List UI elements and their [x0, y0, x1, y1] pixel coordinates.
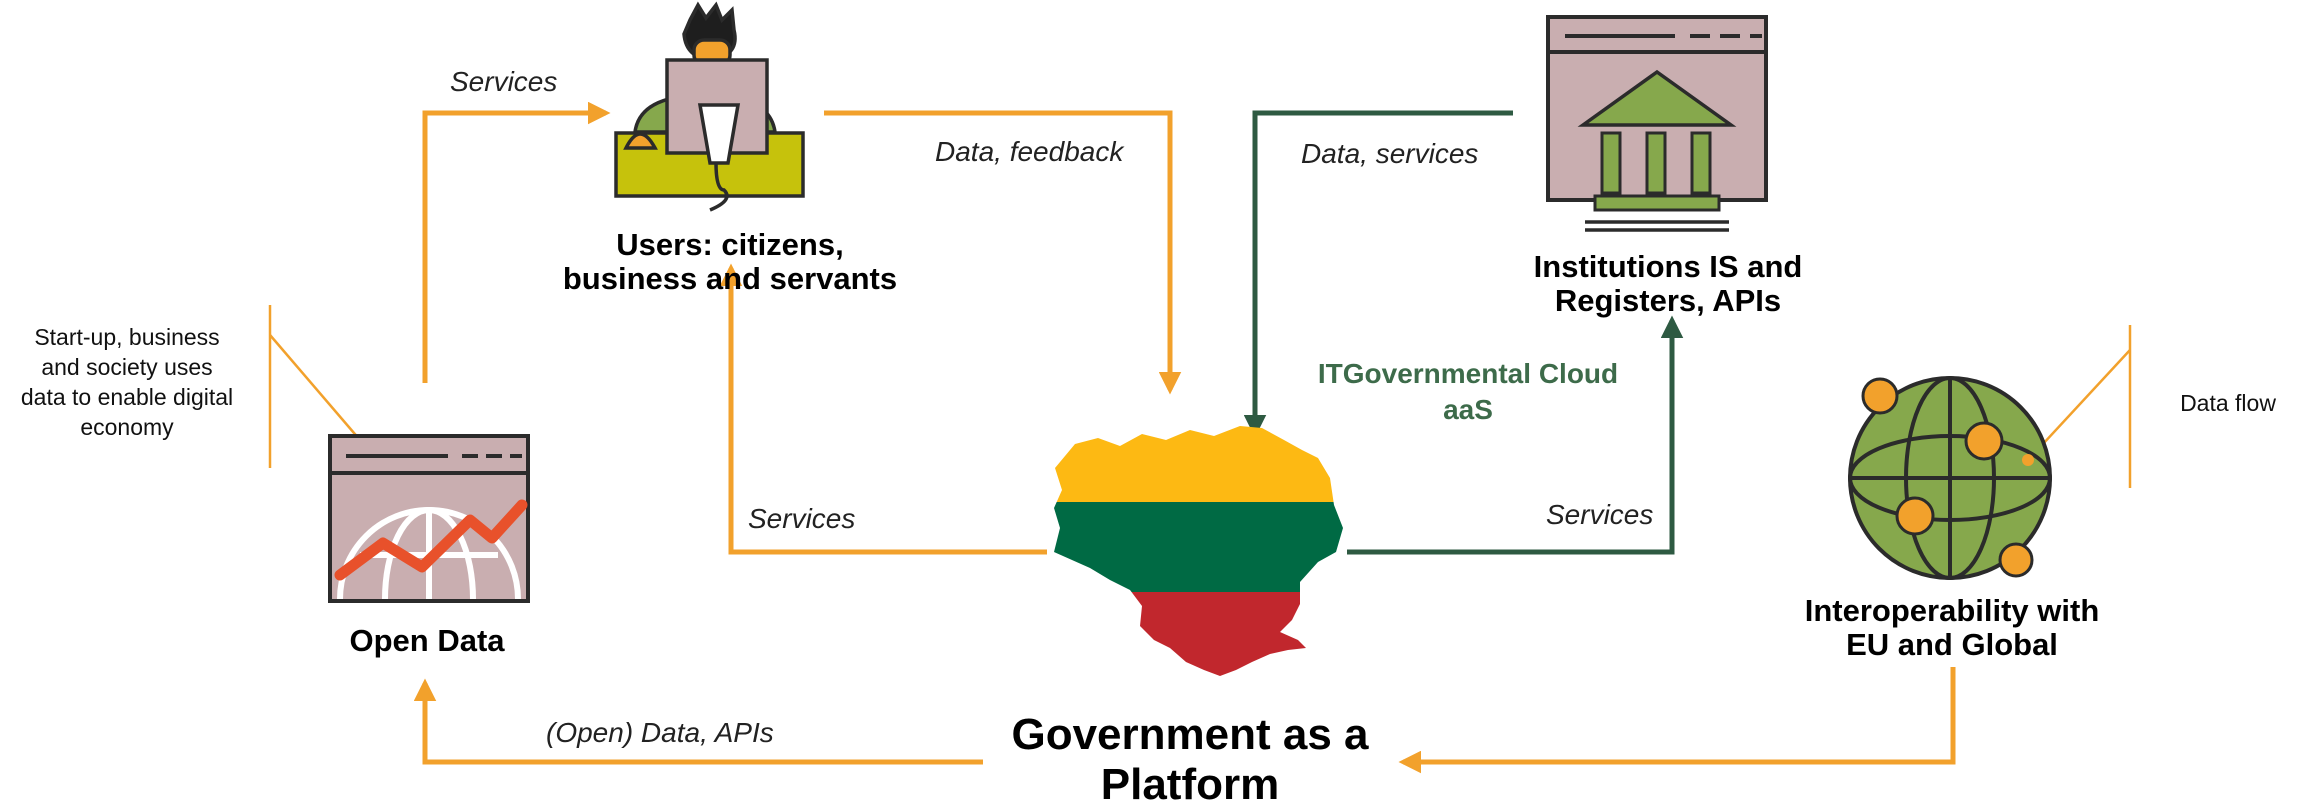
dataflow-callout-line — [2029, 349, 2131, 459]
arrow-opendata-to-users — [422, 101, 611, 383]
startup-callout-line — [269, 334, 361, 441]
lithuania-flag-map-icon — [1054, 426, 1343, 676]
edge-label-platform-services-right: Services — [1546, 499, 1654, 530]
institution-building-icon — [1546, 15, 1768, 232]
startup-annotation: Start-up, business and society uses data… — [20, 324, 234, 440]
edge-label-platform-services-left: Services — [748, 503, 856, 534]
arrow-platform-to-opendata — [413, 678, 983, 765]
edge-label-services-to-users: Services — [450, 66, 558, 97]
users-node-label: Users: citizens, business and servants — [562, 227, 898, 296]
arrow-users-to-platform — [824, 110, 1182, 395]
cloud-label: ITGovernmental Cloud aaS — [1317, 358, 1619, 425]
open-data-chart-icon — [328, 434, 530, 603]
edge-label-open-data-apis: (Open) Data, APIs — [546, 717, 774, 748]
edge-label-data-feedback: Data, feedback — [935, 136, 1124, 167]
platform-title: Government as a Platform — [1011, 710, 1369, 809]
interoperability-node-label: Interoperability with EU and Global — [1804, 593, 2100, 662]
user-at-computer-icon — [614, 1, 805, 212]
open-data-node-label: Open Data — [349, 623, 505, 658]
edge-label-data-services: Data, services — [1301, 138, 1479, 169]
arrow-platform-to-institutions — [1347, 315, 1684, 555]
globe-network-icon — [1848, 376, 2052, 580]
arrow-platform-to-users — [719, 263, 1047, 555]
institutions-node-label: Institutions IS and Registers, APIs — [1533, 249, 1803, 318]
arrow-interop-to-platform — [1398, 667, 1956, 774]
arrow-institutions-to-platform — [1243, 110, 1513, 438]
data-flow-annotation: Data flow — [2180, 390, 2276, 416]
